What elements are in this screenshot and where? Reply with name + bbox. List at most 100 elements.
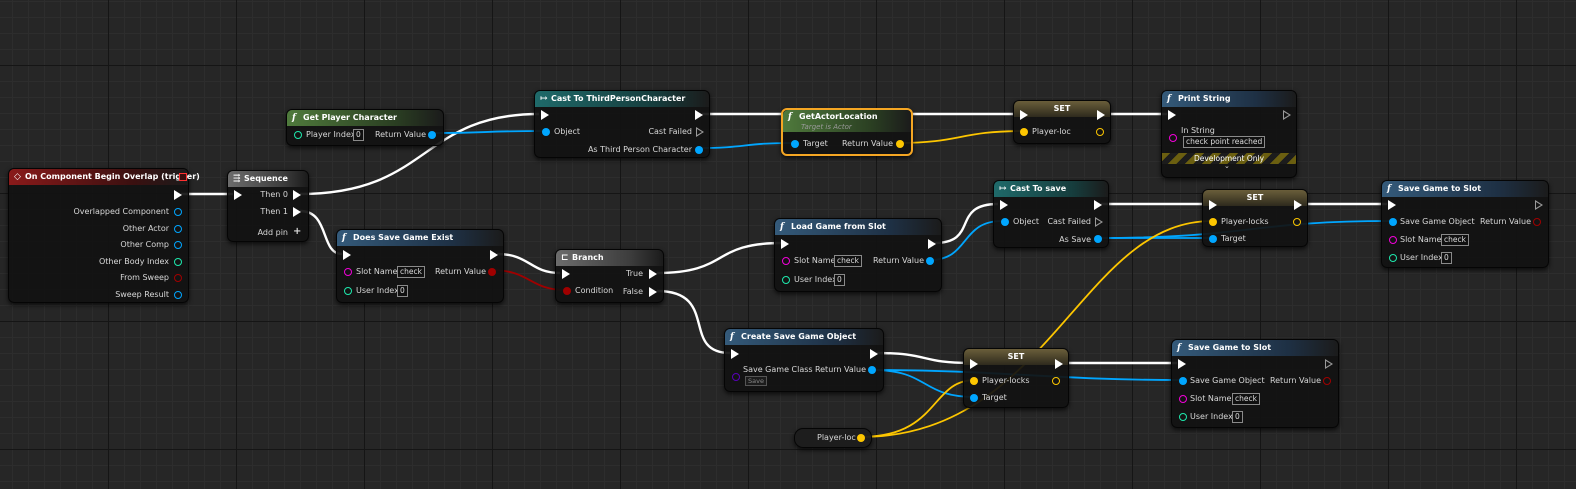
slot-name-input[interactable]: check <box>834 255 862 267</box>
cast-to-thirdpersoncharacter-node[interactable]: ↦ Cast To ThirdPersonCharacter Object Ca… <box>534 90 710 158</box>
object-pin[interactable] <box>868 366 876 374</box>
exec-out-pin[interactable] <box>293 190 301 200</box>
class-pin[interactable] <box>732 373 740 381</box>
save-game-class-dropdown[interactable]: Save <box>745 376 767 386</box>
get-player-character-node[interactable]: f Get Player Character Player Index 0 Re… <box>286 109 444 146</box>
save-game-to-slot-node[interactable]: f Save Game to Slot Save Game Object Ret… <box>1381 180 1549 268</box>
int-pin[interactable] <box>294 131 302 139</box>
string-pin[interactable] <box>1169 134 1177 142</box>
exec-in-pin[interactable] <box>541 110 549 120</box>
set-player-loc-node[interactable]: SET Player-loc <box>1013 100 1111 144</box>
string-pin[interactable] <box>1179 395 1187 403</box>
player-index-input[interactable]: 0 <box>353 129 364 141</box>
vector-pin[interactable] <box>1020 128 1028 136</box>
add-pin-button[interactable]: Add pin <box>257 228 288 237</box>
exec-out-pin[interactable] <box>1283 110 1291 120</box>
load-game-from-slot-node[interactable]: f Load Game from Slot Slot Name check Re… <box>774 218 942 292</box>
int-pin[interactable] <box>1389 254 1397 262</box>
exec-in-pin[interactable] <box>1168 110 1176 120</box>
exec-out-pin[interactable] <box>1094 200 1102 210</box>
does-save-game-exist-node[interactable]: f Does Save Game Exist Slot Name check R… <box>336 229 504 303</box>
bool-pin[interactable] <box>563 287 571 295</box>
vector-pin[interactable] <box>896 140 904 148</box>
object-pin[interactable] <box>1001 218 1009 226</box>
bool-pin[interactable] <box>488 268 496 276</box>
exec-in-pin[interactable] <box>1388 200 1396 210</box>
exec-in-pin[interactable] <box>731 349 739 359</box>
exec-out-pin[interactable] <box>649 269 657 279</box>
user-index-input[interactable]: 0 <box>397 285 408 297</box>
vector-pin[interactable] <box>1096 128 1104 136</box>
player-loc-getter-node[interactable]: Player-loc <box>794 428 872 448</box>
print-string-node[interactable]: f Print String In String check point rea… <box>1161 90 1297 178</box>
int-pin[interactable] <box>174 258 182 266</box>
int-pin[interactable] <box>782 276 790 284</box>
slot-name-input[interactable]: check <box>1441 234 1469 246</box>
save-game-to-slot-node[interactable]: f Save Game to Slot Save Game Object Ret… <box>1171 339 1339 428</box>
struct-pin[interactable] <box>174 291 182 299</box>
cast-to-save-node[interactable]: ↦ Cast To save Object Cast Failed As Sav… <box>993 180 1109 248</box>
object-pin[interactable] <box>791 140 799 148</box>
bool-pin[interactable] <box>1533 218 1541 226</box>
user-index-input[interactable]: 0 <box>1232 411 1243 423</box>
object-pin[interactable] <box>926 257 934 265</box>
exec-in-pin[interactable] <box>562 269 570 279</box>
object-pin[interactable] <box>542 128 550 136</box>
exec-out-pin[interactable] <box>174 190 182 200</box>
set-player-locks-node[interactable]: SET Player-locks Target <box>1202 189 1308 247</box>
exec-in-pin[interactable] <box>1209 200 1217 210</box>
vector-pin[interactable] <box>1209 218 1217 226</box>
object-pin[interactable] <box>174 225 182 233</box>
exec-out-pin[interactable] <box>928 239 936 249</box>
user-index-input[interactable]: 0 <box>834 274 845 286</box>
vector-pin[interactable] <box>970 377 978 385</box>
exec-in-pin[interactable] <box>1000 200 1008 210</box>
exec-in-pin[interactable] <box>1178 359 1186 369</box>
exec-out-pin[interactable] <box>695 110 703 120</box>
object-pin[interactable] <box>695 146 703 154</box>
string-pin[interactable] <box>1389 236 1397 244</box>
exec-out-pin[interactable] <box>293 207 301 217</box>
sequence-node[interactable]: ⇶ Sequence Then 0 Then 1 Add pin + <box>227 170 309 242</box>
object-pin[interactable] <box>970 394 978 402</box>
slot-name-input[interactable]: check <box>1232 393 1260 405</box>
object-pin[interactable] <box>174 241 182 249</box>
add-pin-plus-icon[interactable]: + <box>293 226 302 237</box>
object-pin[interactable] <box>1179 377 1187 385</box>
vector-pin[interactable] <box>1293 218 1301 226</box>
get-actor-location-node[interactable]: f GetActorLocation Target is Actor Targe… <box>781 108 913 156</box>
object-pin[interactable] <box>1094 235 1102 243</box>
exec-out-pin[interactable] <box>490 250 498 260</box>
exec-in-pin[interactable] <box>1020 110 1028 120</box>
exec-out-pin[interactable] <box>649 287 657 297</box>
vector-pin[interactable] <box>1052 377 1060 385</box>
exec-out-pin[interactable] <box>1294 200 1302 210</box>
string-pin[interactable] <box>782 257 790 265</box>
bool-pin[interactable] <box>174 274 182 282</box>
user-index-input[interactable]: 0 <box>1441 252 1452 264</box>
exec-out-pin[interactable] <box>1535 200 1543 210</box>
exec-out-pin[interactable] <box>1097 110 1105 120</box>
expand-chevron-icon[interactable]: ⌄ <box>1224 162 1230 170</box>
close-icon[interactable] <box>179 173 187 181</box>
exec-out-pin[interactable] <box>1325 359 1333 369</box>
object-pin[interactable] <box>1209 235 1217 243</box>
vector-pin[interactable] <box>857 434 865 442</box>
exec-in-pin[interactable] <box>970 359 978 369</box>
object-pin[interactable] <box>1389 218 1397 226</box>
slot-name-input[interactable]: check <box>397 266 425 278</box>
exec-out-pin[interactable] <box>870 349 878 359</box>
branch-node[interactable]: ⊏ Branch True Condition False <box>555 249 664 303</box>
string-pin[interactable] <box>344 268 352 276</box>
exec-out-pin[interactable] <box>1055 359 1063 369</box>
set-player-locks-node[interactable]: SET Player-locks Target <box>963 348 1069 408</box>
object-pin[interactable] <box>428 131 436 139</box>
exec-out-pin[interactable] <box>1095 217 1103 227</box>
create-save-game-object-node[interactable]: f Create Save Game Object Save Game Clas… <box>724 328 884 392</box>
bool-pin[interactable] <box>1323 377 1331 385</box>
int-pin[interactable] <box>1179 413 1187 421</box>
exec-in-pin[interactable] <box>343 250 351 260</box>
event-node-begin-overlap[interactable]: ◇ On Component Begin Overlap (trigger) O… <box>8 168 200 303</box>
object-pin[interactable] <box>174 208 182 216</box>
exec-in-pin[interactable] <box>234 190 242 200</box>
